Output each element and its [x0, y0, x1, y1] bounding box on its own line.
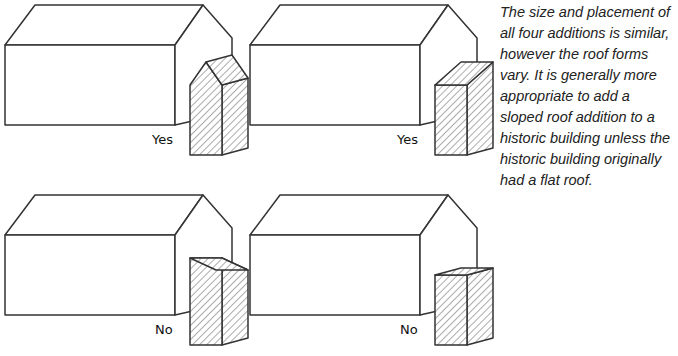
- sketch-stroke: [435, 62, 493, 85]
- verdict-label: Yes: [152, 132, 173, 148]
- sketch-stroke: [206, 55, 248, 85]
- sketch-stroke: [435, 268, 493, 275]
- sketch-stroke: [190, 258, 248, 270]
- house-gable-addition: [5, 5, 248, 155]
- verdict-label: No: [400, 322, 418, 338]
- addition: [435, 268, 493, 345]
- house-shed-addition: [250, 5, 493, 155]
- sketch-stroke: [467, 268, 493, 345]
- addition: [190, 258, 248, 345]
- addition: [190, 55, 248, 155]
- addition: [435, 62, 493, 155]
- sketch-stroke: [222, 78, 248, 155]
- caption-note: The size and placement of all four addit…: [500, 2, 672, 191]
- verdict-label: No: [155, 322, 173, 338]
- sketch-stroke: [222, 258, 248, 345]
- house-reverse-shed-addition: [5, 195, 248, 345]
- sketch-stroke: [435, 275, 467, 345]
- house-flat-addition: [250, 195, 493, 345]
- verdict-label: Yes: [397, 132, 418, 148]
- sketch-stroke: [190, 258, 222, 345]
- sketch-stroke: [435, 85, 467, 155]
